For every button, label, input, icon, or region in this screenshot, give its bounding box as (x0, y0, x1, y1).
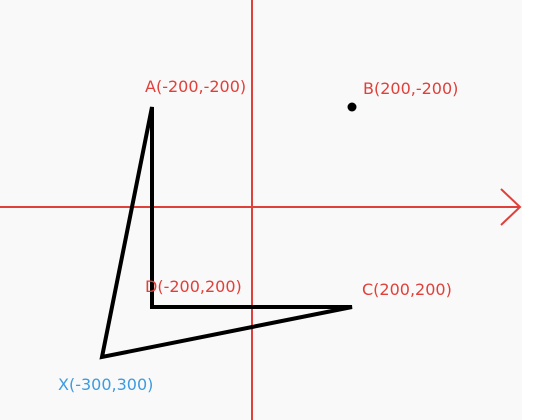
point-b-dot (347, 102, 357, 112)
point-d-label: D(-200,200) (145, 277, 242, 296)
point-x-label: X(-300,300) (58, 375, 153, 394)
x-axis-arrowhead (500, 188, 522, 226)
point-c-label: C(200,200) (362, 280, 452, 299)
diagram-canvas: A(-200,-200) B(200,-200) D(-200,200) C(2… (0, 0, 522, 420)
shape-outline (99, 106, 353, 360)
point-a-label: A(-200,-200) (145, 77, 246, 96)
point-b-label: B(200,-200) (363, 79, 458, 98)
